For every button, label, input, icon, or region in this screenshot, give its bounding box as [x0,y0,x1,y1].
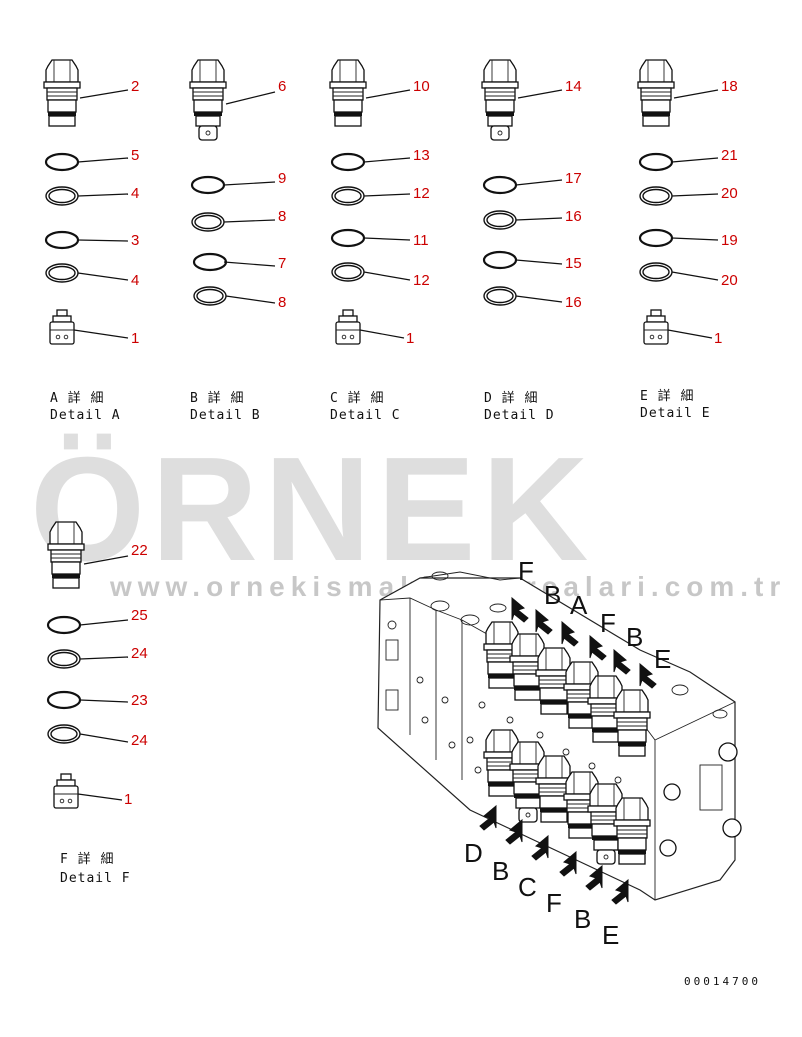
callout-14: 14 [565,78,582,95]
callout-15: 15 [565,255,582,272]
view-label-top-1: F [518,556,534,586]
detail-c: 10 13 12 11 12 1 C 詳 細 Detail C [329,59,430,423]
callout-23: 23 [131,692,148,709]
detail-c-caption-jp: C 詳 細 [330,390,384,406]
callout-25: 25 [131,607,148,624]
detail-a: 2 5 4 3 4 1 A 詳 細 Detail A [43,59,139,423]
callout-5: 5 [131,147,139,164]
drawing-code: 00014700 [684,975,761,988]
view-label-top-4: F [600,608,616,638]
detail-f-caption-en: Detail F [60,871,131,886]
detail-a-caption-jp: A 詳 細 [50,390,104,406]
watermark: ÖRNEK www.ornekismakinaparcalari.com.tr [30,427,780,602]
callout-4b: 4 [131,272,139,289]
callout-12b: 12 [413,272,430,289]
view-label-bottom-1: D [464,838,483,868]
view-arrows-bottom: D B C F B E [464,804,629,950]
callout-3: 3 [131,232,139,249]
callout-10: 10 [413,78,430,95]
detail-f-caption-jp: F 詳 細 [60,851,114,867]
detail-c-caption-en: Detail C [330,408,401,423]
view-label-bottom-3: C [518,872,537,902]
callout-6: 6 [278,78,286,95]
view-label-bottom-5: B [574,904,591,934]
view-label-top-2: B [544,580,561,610]
view-label-top-3: A [570,590,588,620]
detail-e-caption-en: Detail E [640,406,711,421]
detail-a-caption-en: Detail A [50,408,121,423]
callout-17: 17 [565,170,582,187]
view-label-bottom-2: B [492,856,509,886]
callout-2: 2 [131,78,139,95]
detail-d-caption-jp: D 詳 細 [484,390,538,406]
callout-21: 21 [721,147,738,164]
callout-12: 12 [413,185,430,202]
detail-e: 18 21 20 19 20 1 E 詳 細 Detail E [637,59,738,421]
callout-1f: 1 [124,791,132,808]
detail-d: 14 17 16 15 16 D 詳 細 Detail D [481,59,582,423]
callout-22: 22 [131,542,148,559]
callout-16: 16 [565,208,582,225]
callout-11: 11 [413,232,429,249]
callout-19: 19 [721,232,738,249]
callout-24b: 24 [131,732,148,749]
callout-7: 7 [278,255,286,272]
detail-b-caption-en: Detail B [190,408,261,423]
view-label-bottom-4: F [546,888,562,918]
callout-16b: 16 [565,294,582,311]
detail-b-caption-jp: B 詳 細 [190,390,244,406]
callout-1c: 1 [406,330,414,347]
detail-b: 6 9 8 7 8 B 詳 細 Detail B [189,59,286,423]
view-label-top-5: B [626,622,643,652]
control-valve-assembly [377,571,742,901]
view-arrows-top: F B A F B E [511,556,671,689]
callout-8: 8 [278,208,286,225]
callout-1: 1 [131,330,139,347]
watermark-brand: ÖRNEK [30,427,594,592]
detail-f: 22 25 24 23 24 1 F 詳 細 Detail F [46,521,148,886]
callout-20b: 20 [721,272,738,289]
detail-e-caption-jp: E 詳 細 [640,388,694,404]
callout-18: 18 [721,78,738,95]
callout-9: 9 [278,170,286,187]
view-label-bottom-6: E [602,920,619,950]
detail-d-caption-en: Detail D [484,408,555,423]
callout-13: 13 [413,147,430,164]
callout-1e: 1 [714,330,722,347]
callout-4: 4 [131,185,139,202]
callout-20: 20 [721,185,738,202]
callout-8b: 8 [278,294,286,311]
callout-24: 24 [131,645,148,662]
view-label-top-6: E [654,644,671,674]
